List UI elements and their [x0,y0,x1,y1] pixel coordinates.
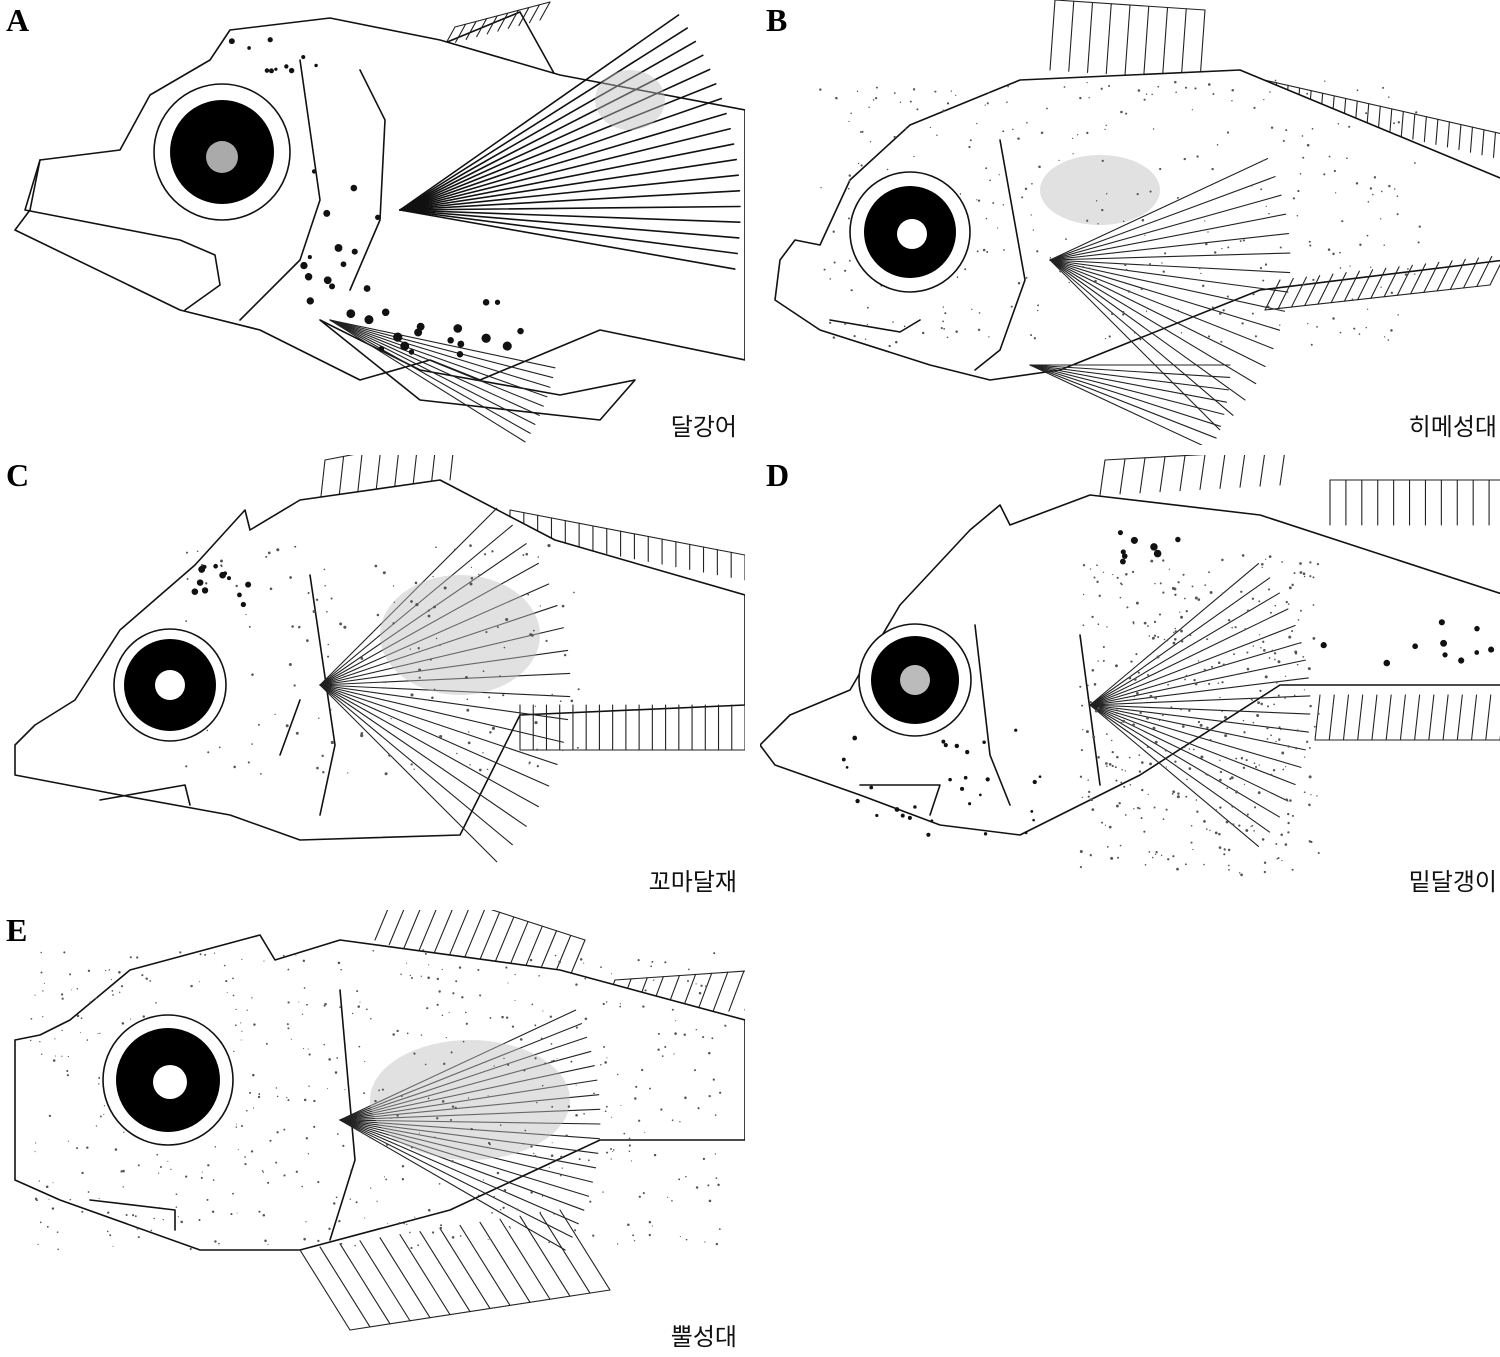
operculum-a [239,59,386,321]
anal-fin-d [1314,694,1500,741]
lens-c [155,670,185,700]
operculum-b [974,139,1026,371]
panel-letter: E [6,912,28,948]
figure-panel-e: E 뿔성대 [0,910,745,1355]
anal-fin-c [519,704,745,751]
snout-a [24,159,221,311]
body-outline-d [760,494,1500,836]
lens-a [206,141,238,173]
pectoral-fin-c [319,507,571,863]
species-name: 히메성대 [1408,413,1497,441]
mouth-c [99,784,191,806]
operculum-d [974,624,1101,806]
fish-illustration-d [760,455,1500,877]
pigment-patch-a [595,70,665,130]
fish-illustration-a [14,1,745,443]
lens-b [897,219,927,249]
panel-letter: D [766,457,790,493]
dorsal-fin-a [439,1,556,76]
species-name: 꼬마달재 [648,868,737,896]
lens-e [153,1065,187,1099]
pigment-patch-e [370,1040,570,1160]
fish-illustration-e [14,910,745,1331]
mouth-d [859,784,941,816]
panel-letter: A [6,2,30,38]
species-name: 뿔성대 [670,1323,737,1351]
panel-letter: C [6,457,30,493]
pigment-patch-c [380,575,540,695]
figure-panel-d: D 밑달갱이 [760,455,1500,900]
species-name: 밑달갱이 [1408,868,1497,896]
stippling-c [162,544,580,776]
fish-illustration-c [14,455,745,863]
figure-panel-c: C 꼬마달재 [0,455,745,900]
pectoral-fin-d [1089,563,1311,847]
pectoral-fin-a [399,14,741,270]
panel-letter: B [766,2,788,38]
anal-fin-b [1264,255,1500,311]
pectoral-fin-e [339,1009,601,1251]
melanophores-d [841,530,1495,877]
pelvic-fin-e [299,1209,611,1331]
melanophores-a [228,37,524,358]
figure-panel-b: B 히메성대 [760,0,1500,445]
body-outline-e [14,934,745,1251]
dorsal-fin-d [1099,455,1500,526]
pectoral-fin-b [1049,158,1291,431]
figure-panel-a: A 달강어 [0,0,745,445]
mouth-b [829,319,921,333]
body-outline-c [14,479,745,841]
operculum-e [329,989,356,1241]
operculum-c [279,574,336,816]
pigment-patch-b [1040,155,1160,225]
pelvic-fin-b [1029,364,1231,445]
lens-d [900,665,930,695]
fish-illustration-b [774,0,1500,445]
mouth-e [89,1199,176,1231]
pelvic-fin-a [319,319,636,421]
species-name: 달강어 [670,413,737,441]
body-outline-b [774,69,1500,381]
